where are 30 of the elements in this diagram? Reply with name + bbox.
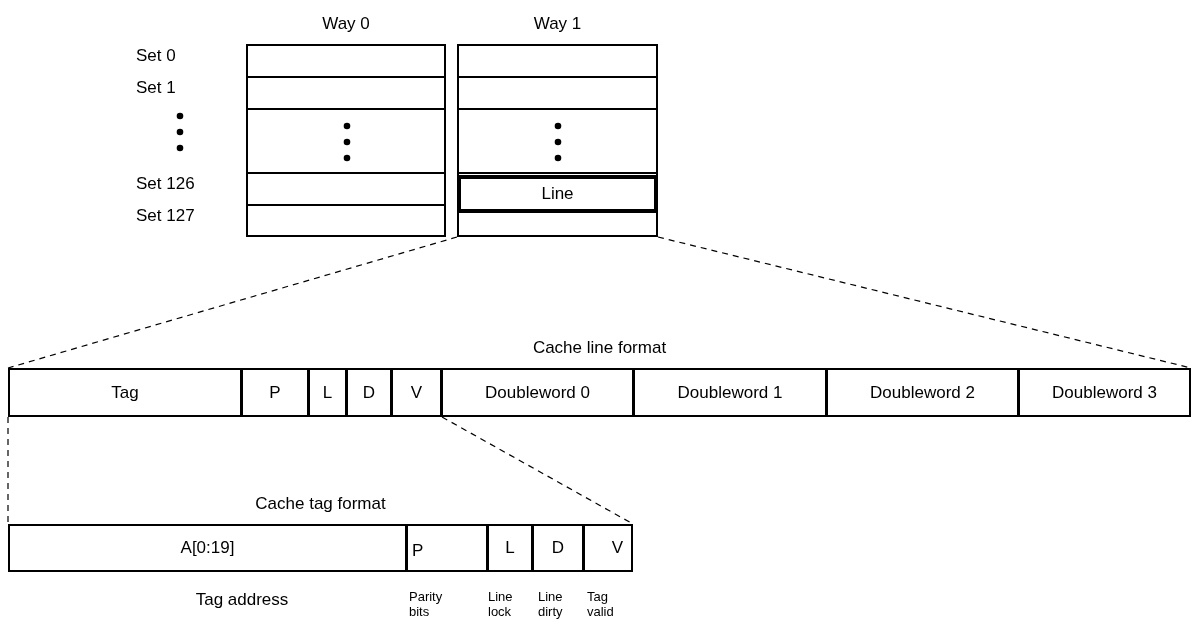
field-cell: A[0:19] bbox=[8, 524, 407, 572]
projection-line bbox=[7, 416, 9, 525]
set-label: Set 0 bbox=[136, 46, 176, 66]
field-cell: L bbox=[487, 524, 533, 572]
cache-line-cell: Line bbox=[457, 175, 658, 213]
format-heading: Cache line format bbox=[531, 338, 668, 358]
set-label: Set 1 bbox=[136, 78, 176, 98]
field-caption: Parity bits bbox=[409, 589, 444, 619]
column-heading: Way 0 bbox=[321, 14, 371, 34]
field-cell: P bbox=[241, 368, 309, 417]
field-cell: Doubleword 0 bbox=[441, 368, 634, 417]
field-cell: Doubleword 2 bbox=[826, 368, 1019, 417]
format-heading: Cache tag format bbox=[254, 494, 387, 514]
set-label: Set 126 bbox=[136, 174, 195, 194]
set-label: Set 127 bbox=[136, 206, 195, 226]
field-caption: Line dirty bbox=[538, 589, 564, 619]
field-cell: V bbox=[583, 524, 633, 572]
field-caption: Line lock bbox=[488, 589, 514, 619]
field-cell: D bbox=[532, 524, 584, 572]
field-caption: Tag valid bbox=[587, 589, 615, 619]
field-cell: P bbox=[406, 524, 488, 572]
field-cell: Doubleword 1 bbox=[633, 368, 827, 417]
field-cell: Doubleword 3 bbox=[1018, 368, 1191, 417]
field-cell: L bbox=[308, 368, 347, 417]
column-heading: Way 1 bbox=[532, 14, 583, 34]
field-caption: Tag address bbox=[194, 590, 290, 610]
field-cell: Tag bbox=[8, 368, 242, 417]
field-cell: V bbox=[391, 368, 442, 417]
field-cell: D bbox=[346, 368, 392, 417]
projection-line bbox=[7, 236, 458, 369]
